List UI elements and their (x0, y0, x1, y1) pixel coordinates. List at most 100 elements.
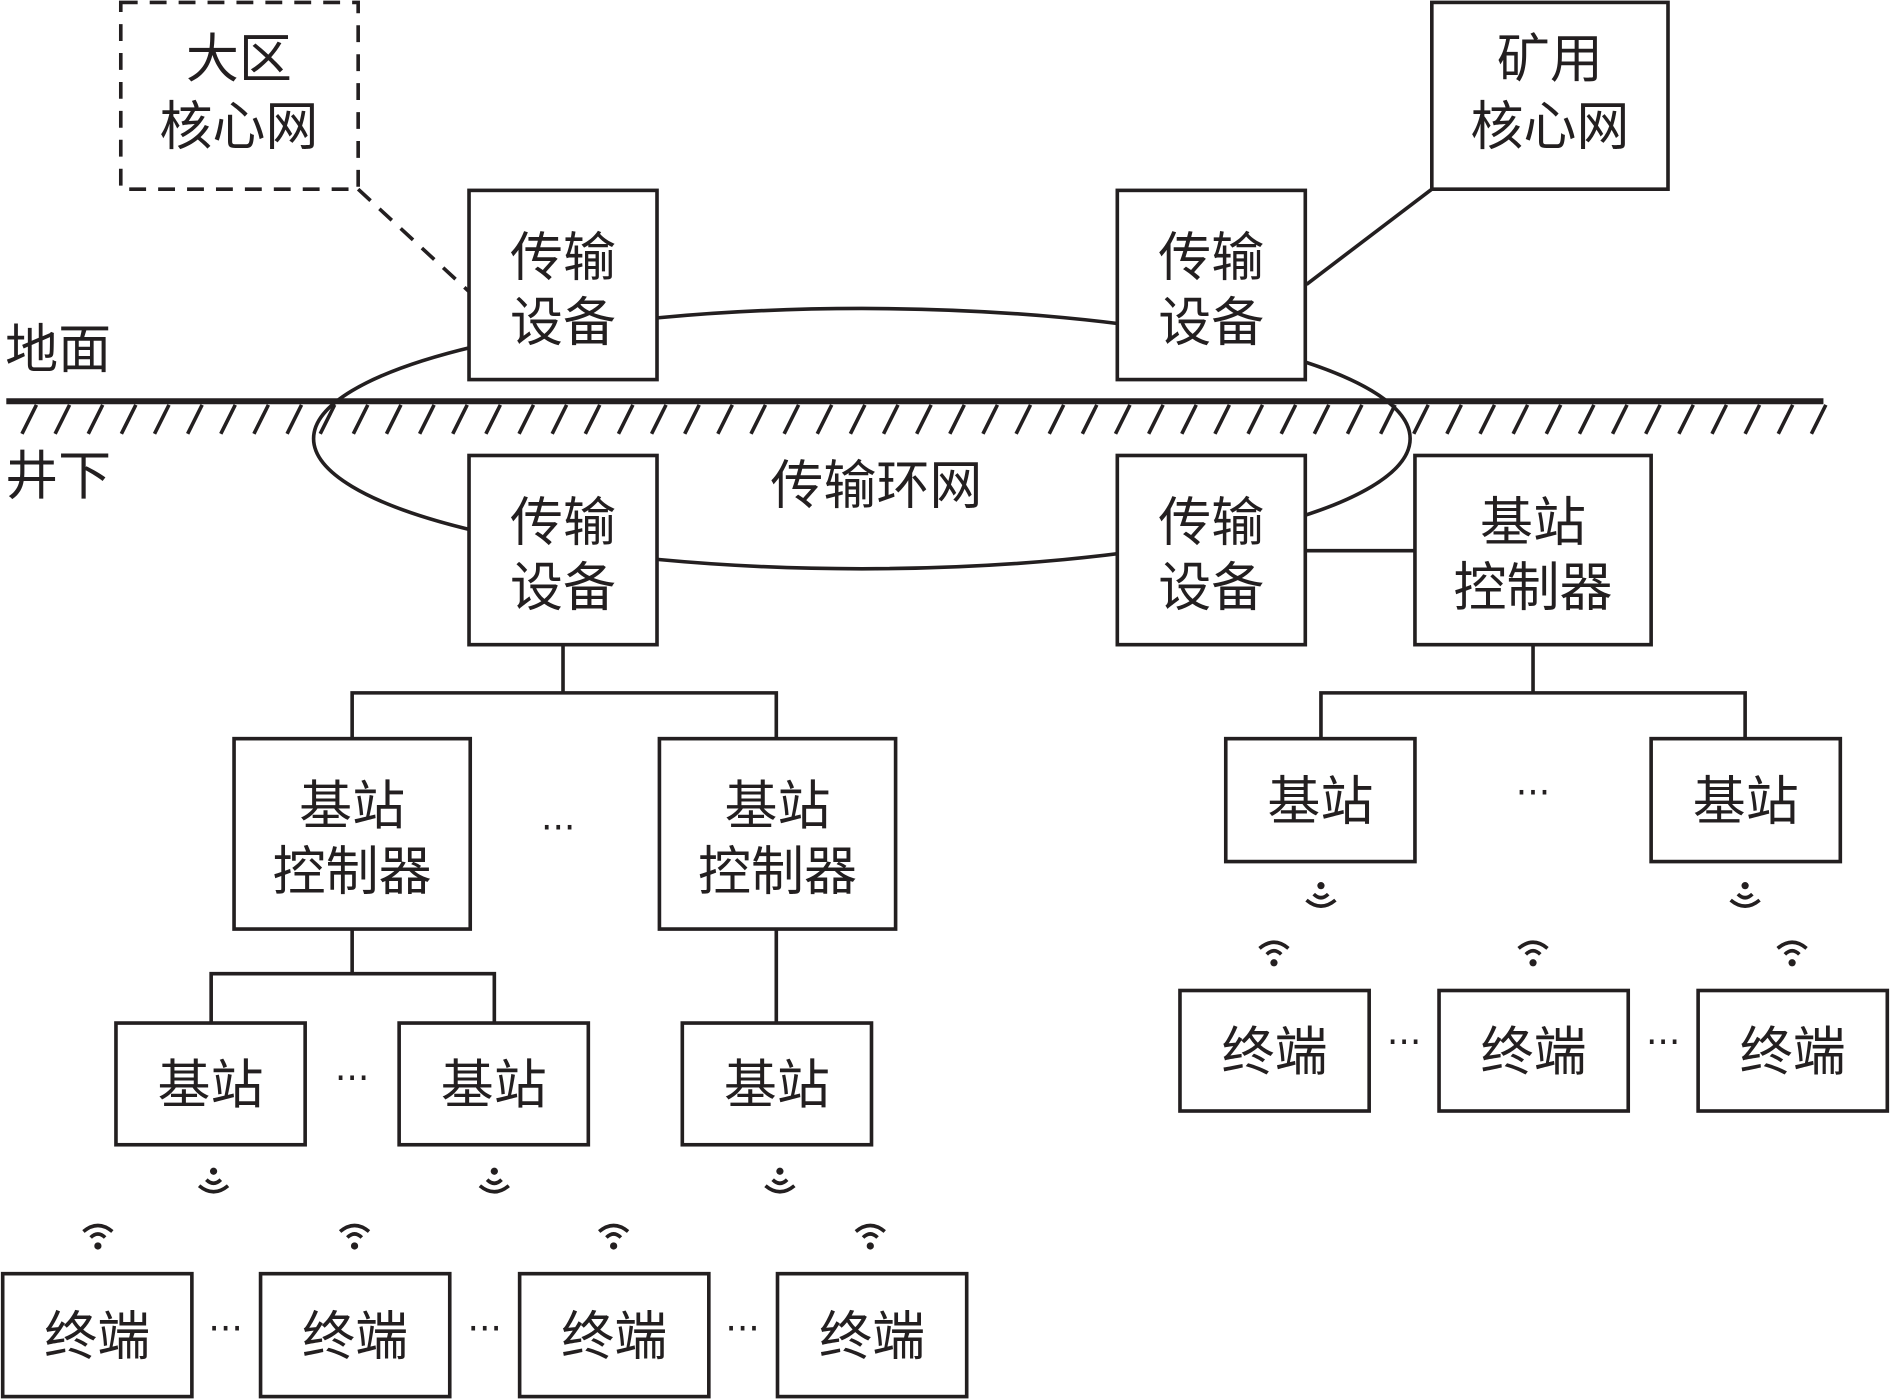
signal-down-icon (1729, 882, 1761, 908)
node-label: 终端 (44, 1305, 150, 1367)
hatch-mark (152, 404, 171, 435)
wifi-icon (1776, 940, 1808, 967)
node-label: 设备 (510, 557, 616, 619)
hatch-mark (484, 404, 502, 435)
wifi-icon (1258, 940, 1290, 967)
hatch-mark (1113, 404, 1132, 435)
node-label: 设备 (1158, 291, 1264, 353)
hatch-mark (1743, 404, 1762, 435)
base-station-node[interactable]: 基站 (1223, 736, 1417, 864)
node-label: 终端 (561, 1305, 667, 1367)
hatch-mark (351, 404, 370, 435)
terminal-node[interactable]: 终端 (1437, 988, 1631, 1113)
node-label: 传输 (1158, 491, 1264, 553)
terminal-node[interactable]: 终端 (775, 1271, 969, 1399)
hatch-mark (119, 404, 138, 435)
terminal-node[interactable]: 终端 (258, 1271, 452, 1399)
ring-label: 传输环网 (770, 455, 982, 517)
hatch-mark (252, 404, 271, 435)
transport-ring (311, 306, 1412, 571)
ellipsis-text: ··· (208, 1307, 242, 1350)
hatch-mark (1047, 404, 1066, 435)
surface-label: 地面 (5, 319, 111, 381)
wifi-icon (82, 1223, 114, 1250)
hatch-mark (418, 404, 436, 435)
hatch-mark (1544, 404, 1563, 435)
hatch-mark (1180, 404, 1198, 435)
node-label: 核心网 (1470, 96, 1629, 158)
node-label: 终端 (1740, 1021, 1846, 1083)
node-label: 大区 (186, 28, 292, 90)
terminal-node[interactable]: 终端 (0, 1271, 194, 1399)
node-label: 终端 (1222, 1021, 1328, 1083)
hatch-mark (86, 404, 105, 435)
node-label: 基站 (724, 1054, 830, 1116)
mine-core-network-node[interactable]: 矿用 核心网 (1430, 0, 1670, 191)
hatch-mark (20, 404, 39, 435)
terminal-node[interactable]: 终端 (517, 1271, 711, 1399)
node-label: 矿用 (1497, 28, 1603, 90)
node-label: 基站 (441, 1054, 547, 1116)
hatch-mark (1610, 404, 1629, 435)
hatch-mark (1511, 404, 1530, 435)
base-station-node[interactable]: 基站 (1649, 736, 1843, 864)
terminal-node[interactable]: 终端 (1178, 988, 1371, 1113)
wifi-icon (338, 1223, 371, 1250)
base-station-node[interactable]: 基站 (680, 1021, 874, 1147)
node-label: 终端 (819, 1305, 925, 1367)
hatch-mark (649, 404, 668, 435)
hatch-mark (451, 404, 469, 435)
hatch-mark (815, 404, 834, 435)
node-label: 传输 (510, 491, 616, 553)
hatch-mark (948, 404, 966, 435)
hatch-mark (782, 404, 801, 435)
node-label: 基站 (299, 775, 405, 837)
ellipsis-text: ··· (335, 1057, 369, 1100)
hatch-mark (550, 404, 569, 435)
hatch-mark (1147, 404, 1165, 435)
signal-down-icon (197, 1167, 230, 1194)
signal-down-icon (764, 1167, 796, 1194)
wifi-icon (598, 1223, 630, 1250)
node-label: 基站 (1693, 770, 1799, 832)
hatch-mark (915, 404, 933, 435)
hatch-mark (683, 404, 701, 435)
ellipsis-text: ··· (467, 1307, 501, 1350)
hatch-mark (1445, 404, 1463, 435)
hatch-mark (981, 404, 1000, 435)
node-label: 控制器 (1454, 557, 1613, 619)
hatch-mark (1279, 404, 1298, 435)
base-station-node[interactable]: 基站 (114, 1021, 307, 1147)
wifi-icon (1517, 940, 1549, 967)
base-station-node[interactable]: 基站 (397, 1021, 591, 1147)
node-label: 基站 (1480, 491, 1586, 553)
hatch-mark (517, 404, 536, 435)
terminal-node[interactable]: 终端 (1696, 988, 1890, 1113)
signal-down-icon (478, 1167, 510, 1194)
hatch-mark (384, 404, 403, 435)
tree-links (209, 548, 1747, 1024)
hatch-mark (583, 404, 602, 435)
ellipsis-text: ··· (1516, 771, 1550, 814)
node-label: 设备 (510, 291, 616, 353)
node-label: 传输 (510, 226, 616, 288)
node-label: 控制器 (698, 840, 857, 902)
node-label: 终端 (1481, 1021, 1587, 1083)
hatch-mark (1577, 404, 1596, 435)
ellipsis-text: ··· (541, 806, 575, 849)
hatch-mark (616, 404, 635, 435)
hatch-mark (1776, 404, 1795, 435)
hatch-mark (318, 404, 337, 435)
ellipsis-text: ··· (725, 1307, 759, 1350)
hatch-mark (881, 404, 900, 435)
node-label: 核心网 (159, 96, 318, 158)
regional-core-network-node[interactable]: 大区 核心网 (118, 0, 360, 191)
ground-hatching (20, 404, 1828, 435)
